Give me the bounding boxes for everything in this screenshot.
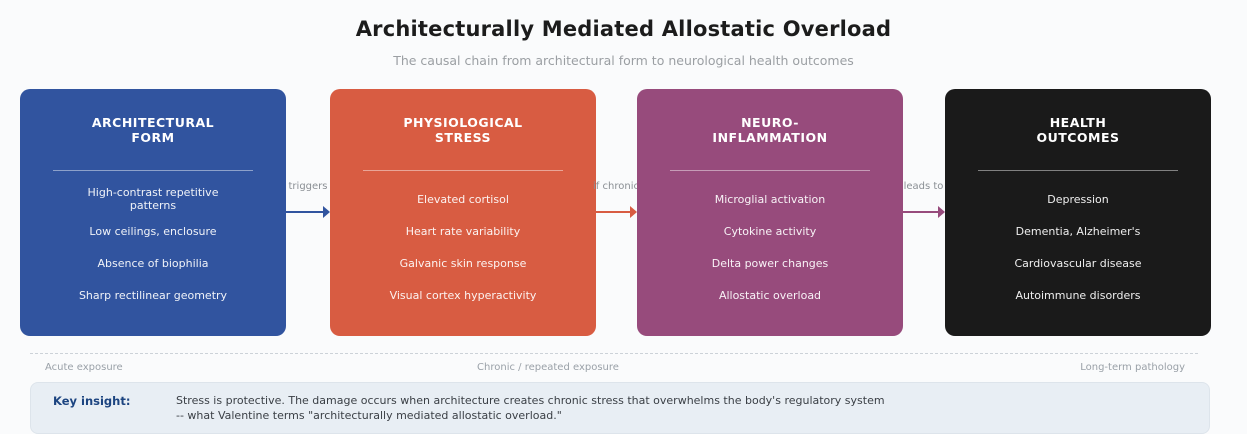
stage-item: Low ceilings, enclosure	[48, 215, 258, 247]
timeline-label-longterm: Long-term pathology	[1080, 362, 1185, 373]
stage-item-text: Cardiovascular disease	[1014, 256, 1142, 270]
connector-label: leads to	[903, 181, 944, 192]
stage-item: Cytokine activity	[665, 215, 875, 247]
stage-item-text: Low ceilings, enclosure	[89, 224, 217, 238]
arrow-head-icon	[630, 206, 637, 218]
connector-triggers: triggers	[286, 89, 330, 336]
stage-item: Heart rate variability	[358, 215, 568, 247]
key-insight-label: Key insight:	[53, 394, 131, 408]
stage-architectural-form: ARCHITECTURAL FORM High-contrast repetit…	[20, 89, 286, 336]
stage-title: NEURO- INFLAMMATION	[712, 115, 828, 145]
stage-item: Galvanic skin response	[358, 247, 568, 279]
connector-label: if chronic	[593, 181, 639, 192]
timeline-label-chronic: Chronic / repeated exposure	[477, 362, 619, 373]
stage-item: High-contrast repetitive patterns	[48, 183, 258, 215]
stage-item-text: Elevated cortisol	[417, 192, 509, 206]
stage-item-text: Cytokine activity	[723, 224, 817, 238]
timeline-dashed-rule	[30, 353, 1198, 354]
stage-divider	[363, 170, 563, 171]
stage-item-text: Microglial activation	[714, 192, 826, 206]
connector-leads-to: leads to	[902, 89, 945, 336]
stage-item: Depression	[973, 183, 1183, 215]
stage-item: Elevated cortisol	[358, 183, 568, 215]
stage-title: PHYSIOLOGICAL STRESS	[403, 115, 523, 145]
stage-divider	[978, 170, 1178, 171]
stage-item: Sharp rectilinear geometry	[48, 279, 258, 311]
arrow-head-icon	[938, 206, 945, 218]
stage-item-text: Sharp rectilinear geometry	[78, 288, 228, 302]
arrow-head-icon	[323, 206, 330, 218]
stage-item: Visual cortex hyperactivity	[358, 279, 568, 311]
key-insight-text: Stress is protective. The damage occurs …	[176, 394, 885, 422]
page-title: Architecturally Mediated Allostatic Over…	[355, 17, 892, 41]
stage-item-text: Galvanic skin response	[399, 256, 527, 270]
stage-title: HEALTH OUTCOMES	[1036, 115, 1120, 145]
stage-item-text: Depression	[1047, 192, 1109, 206]
timeline-label-acute: Acute exposure	[45, 362, 123, 373]
stage-item: Dementia, Alzheimer's	[973, 215, 1183, 247]
arrow-line	[595, 211, 631, 213]
stage-item-text: Visual cortex hyperactivity	[389, 288, 537, 302]
arrow-line	[286, 211, 324, 213]
page-subtitle: The causal chain from architectural form…	[393, 53, 854, 68]
stage-item: Microglial activation	[665, 183, 875, 215]
stage-neuro-inflammation: NEURO- INFLAMMATION Microglial activatio…	[637, 89, 903, 336]
stage-title: ARCHITECTURAL FORM	[91, 115, 215, 145]
connector-if-chronic: if chronic	[593, 89, 639, 336]
stage-item-text: Autoimmune disorders	[1015, 288, 1141, 302]
stage-item: Cardiovascular disease	[973, 247, 1183, 279]
stage-item-text: Dementia, Alzheimer's	[1015, 224, 1141, 238]
stage-item-text: Delta power changes	[711, 256, 829, 270]
stage-item-text: Heart rate variability	[405, 224, 521, 238]
stage-item: Delta power changes	[665, 247, 875, 279]
stage-item: Autoimmune disorders	[973, 279, 1183, 311]
stage-divider	[53, 170, 253, 171]
stage-item-text: High-contrast repetitive patterns	[87, 186, 219, 212]
stage-divider	[670, 170, 870, 171]
stage-item: Allostatic overload	[665, 279, 875, 311]
stage-item-text: Absence of biophilia	[97, 256, 209, 270]
stage-item-text: Allostatic overload	[718, 288, 822, 302]
connector-label: triggers	[288, 181, 328, 192]
key-insight-box: Key insight: Stress is protective. The d…	[30, 382, 1210, 434]
stage-item: Absence of biophilia	[48, 247, 258, 279]
arrow-line	[902, 211, 939, 213]
